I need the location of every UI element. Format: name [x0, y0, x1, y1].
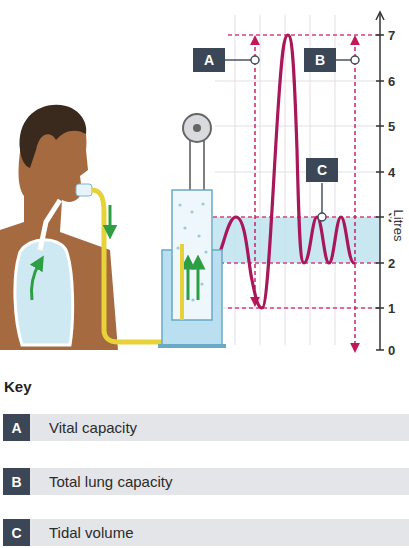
- legend-swatch: C: [3, 519, 30, 546]
- legend-swatch: A: [3, 414, 30, 441]
- legend-text: Total lung capacity: [49, 473, 172, 490]
- axis-number: 1: [388, 301, 395, 316]
- legend-row: A Vital capacity: [3, 414, 409, 441]
- callout-letter: C: [317, 162, 327, 178]
- legend-letter: C: [11, 525, 21, 541]
- axis-number: 6: [388, 74, 395, 89]
- legend-letter: A: [11, 420, 21, 436]
- axis-number: 2: [388, 256, 395, 271]
- key-heading: Key: [4, 378, 32, 395]
- axis-number: 5: [388, 119, 395, 134]
- axis-number: 7: [388, 28, 395, 43]
- callout-box: A: [193, 48, 225, 72]
- callout-box: C: [306, 158, 338, 182]
- legend-letter: B: [11, 474, 21, 490]
- callout-box: B: [304, 48, 336, 72]
- axis-title: Litres: [391, 209, 406, 241]
- legend-text: Vital capacity: [49, 419, 137, 436]
- legend-text: Tidal volume: [49, 524, 133, 541]
- callout-letter: A: [204, 52, 214, 68]
- axis-number: 4: [388, 165, 395, 180]
- legend-swatch: B: [3, 468, 30, 495]
- legend-row: C Tidal volume: [3, 519, 409, 546]
- legend-row: B Total lung capacity: [3, 468, 409, 495]
- axis-number: 0: [388, 343, 395, 358]
- callout-letter: B: [315, 52, 325, 68]
